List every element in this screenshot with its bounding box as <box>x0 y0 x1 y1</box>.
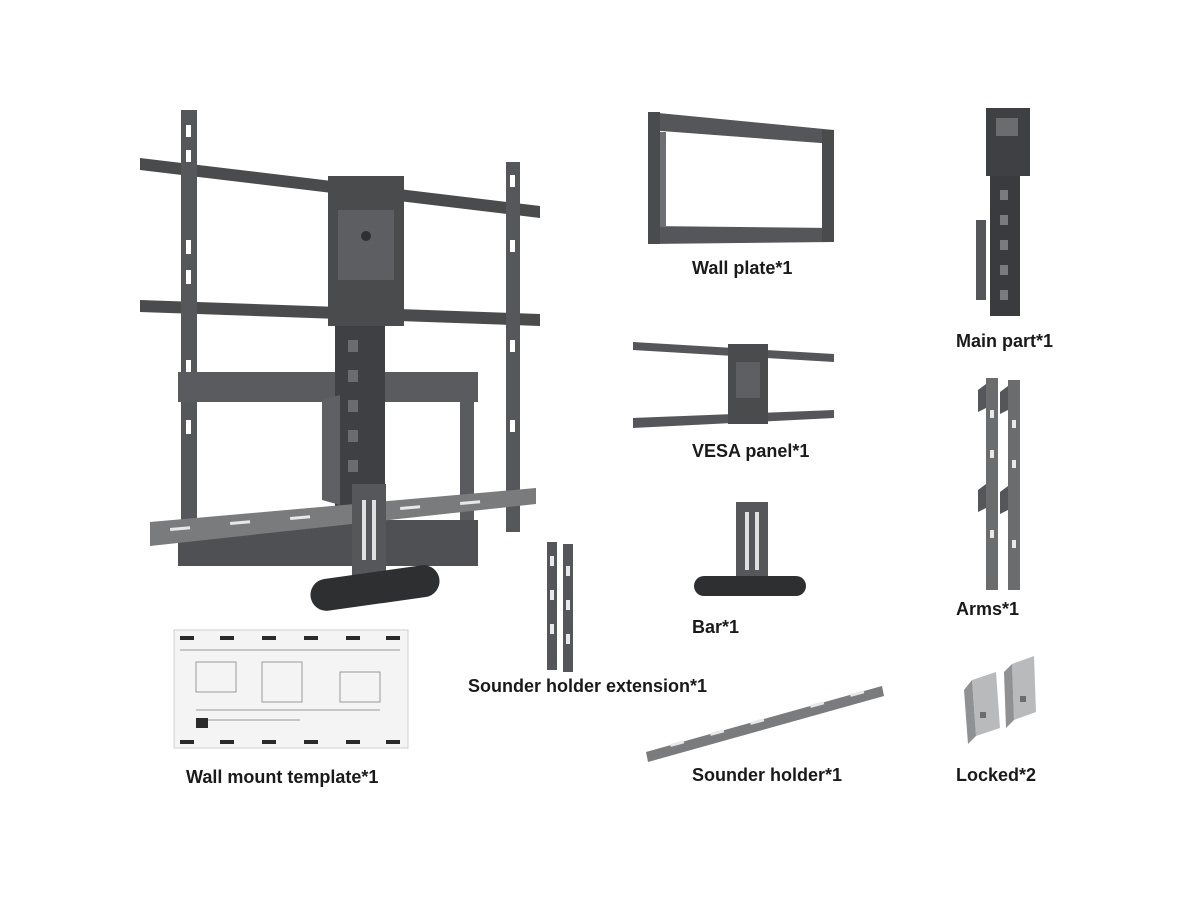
sounder-holder-extension-label: Sounder holder extension*1 <box>468 676 708 696</box>
bar-image <box>694 502 806 596</box>
locked-label: Locked*2 <box>956 765 1037 785</box>
assembled-mount-image <box>140 110 540 611</box>
wall-mount-template-image <box>173 629 409 749</box>
sounder-holder-label: Sounder holder*1 <box>692 765 843 785</box>
locked-image <box>964 656 1036 744</box>
wall-plate-image <box>648 112 834 244</box>
sounder-holder-image <box>646 686 884 762</box>
arms-image <box>978 378 1020 590</box>
arms-label: Arms*1 <box>956 599 1020 619</box>
sounder-holder-extension-image <box>547 542 573 672</box>
bar-label: Bar*1 <box>692 617 740 637</box>
main-part-label: Main part*1 <box>956 331 1054 351</box>
wall-plate-label: Wall plate*1 <box>692 258 793 278</box>
vesa-panel-label: VESA panel*1 <box>692 441 810 461</box>
vesa-panel-image <box>633 342 834 428</box>
main-part-image <box>976 108 1030 316</box>
wall-mount-template-label: Wall mount template*1 <box>186 767 379 787</box>
